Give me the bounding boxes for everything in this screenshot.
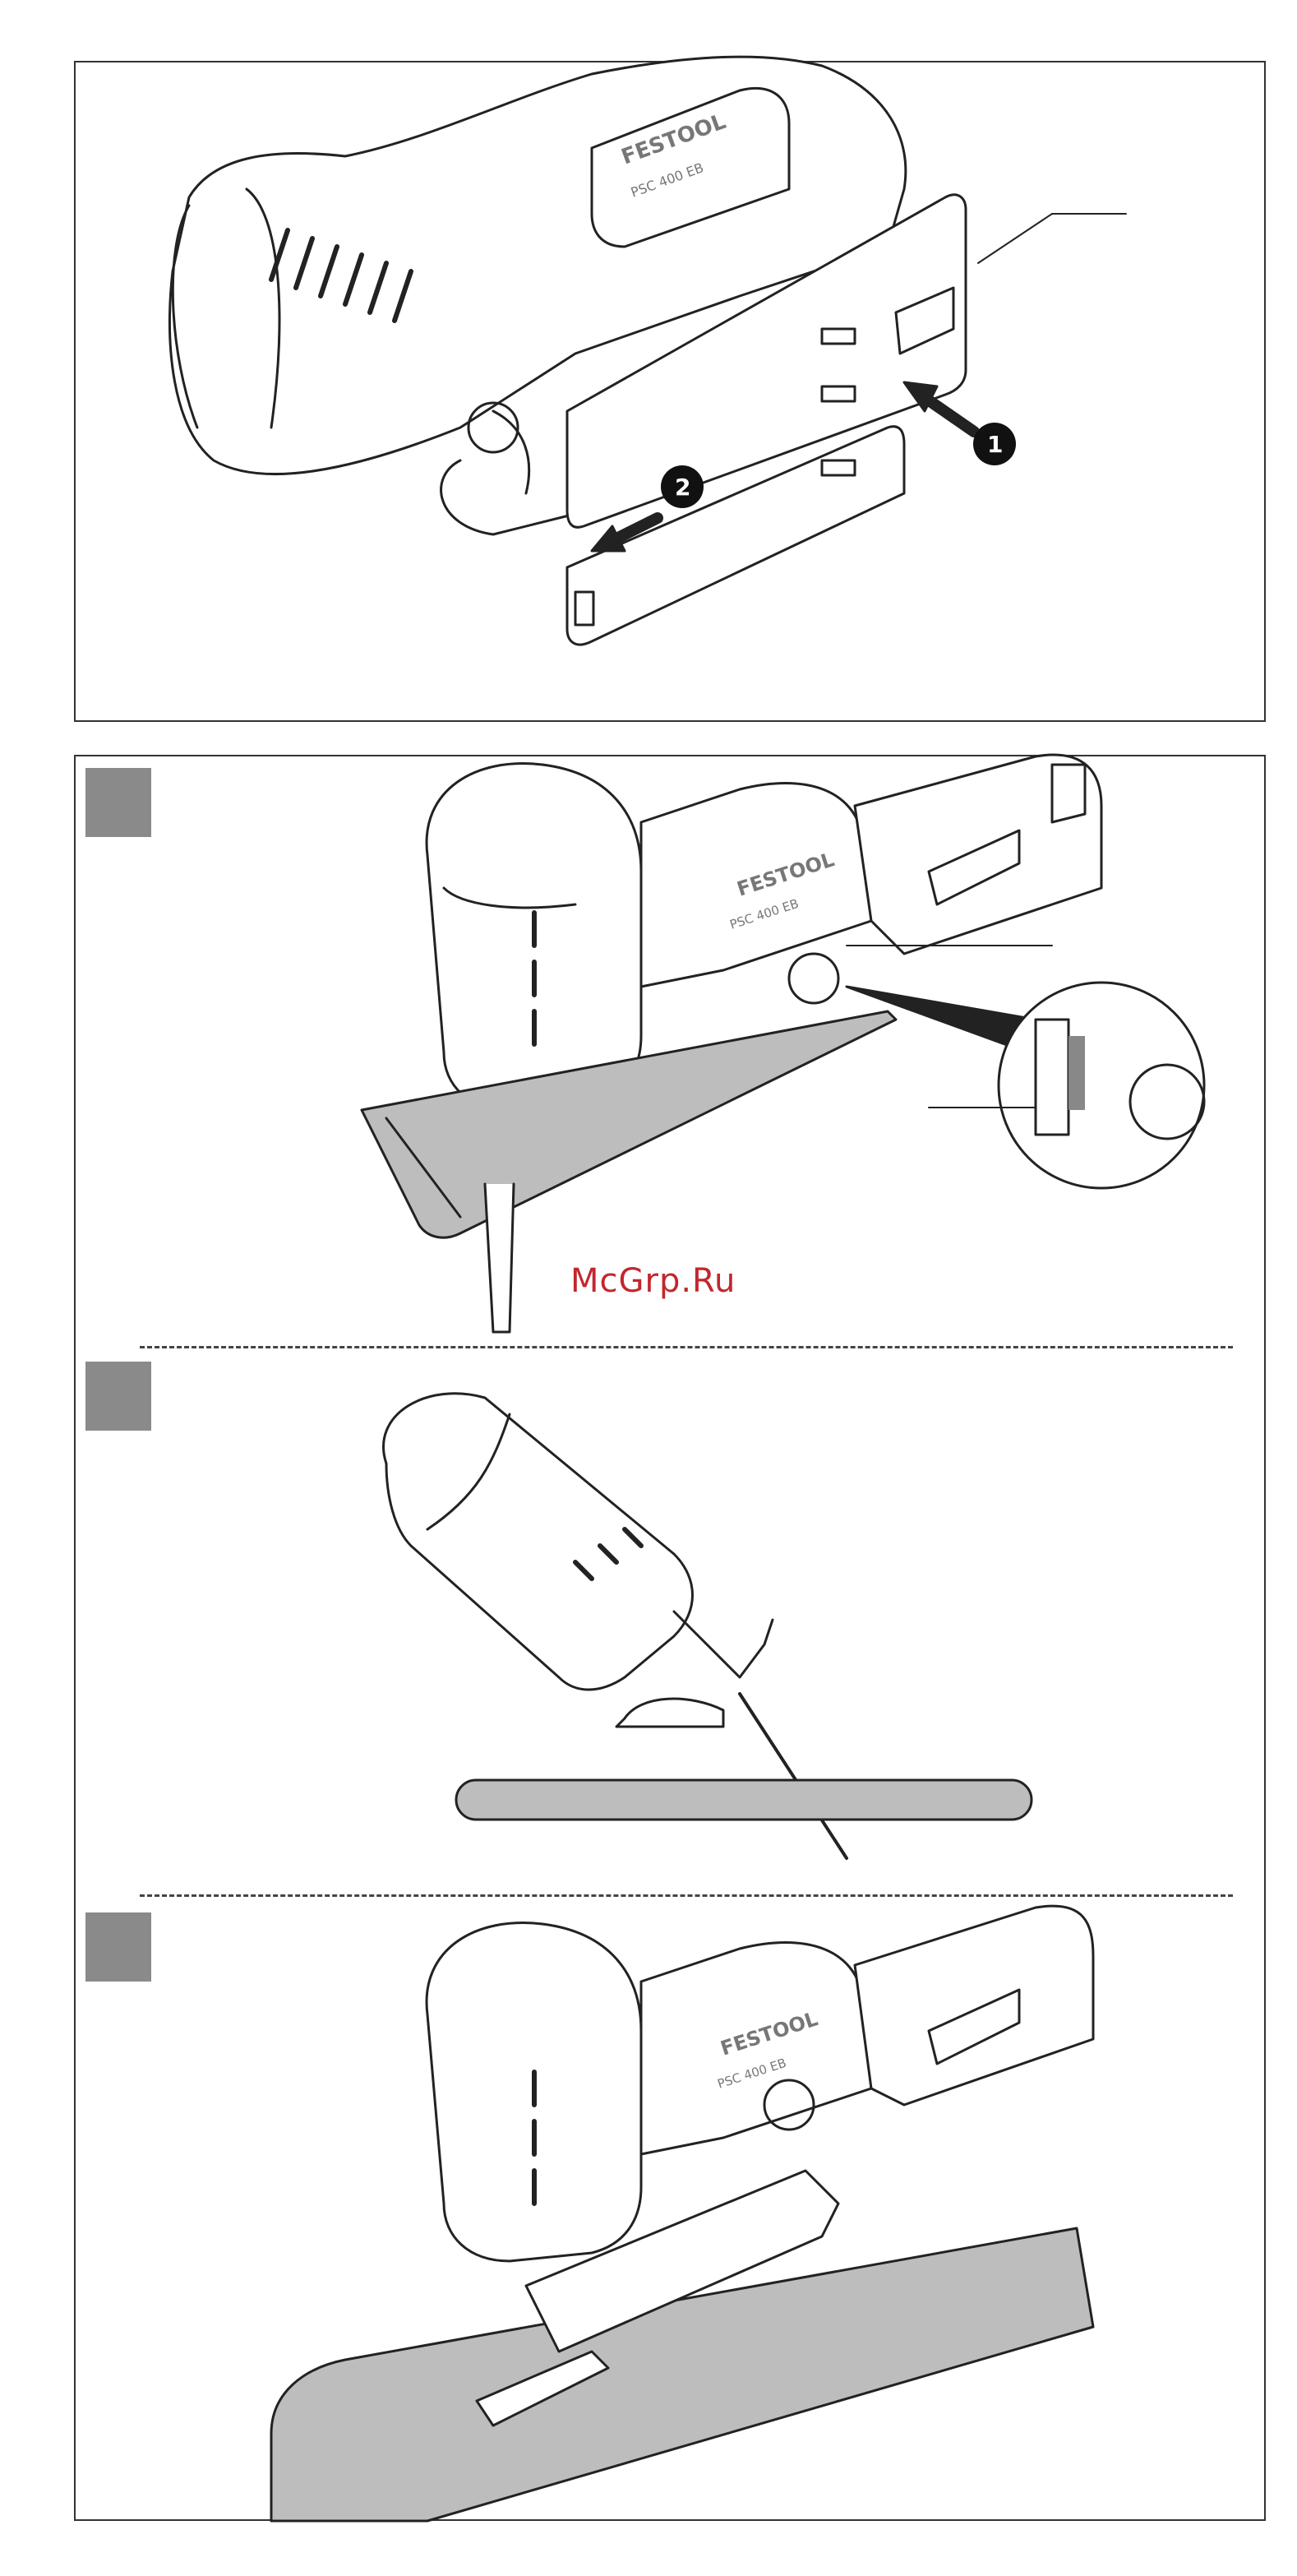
jigsaw-drawing-step1 — [362, 755, 1204, 1332]
jigsaw-drawing-step2 — [384, 1394, 1032, 1858]
callout-1-label: 1 — [987, 431, 1003, 458]
watermark: McGrp.Ru — [570, 1262, 736, 1300]
jigsaw-drawing-step3 — [271, 1906, 1093, 2521]
callout-2-label: 2 — [675, 474, 690, 501]
